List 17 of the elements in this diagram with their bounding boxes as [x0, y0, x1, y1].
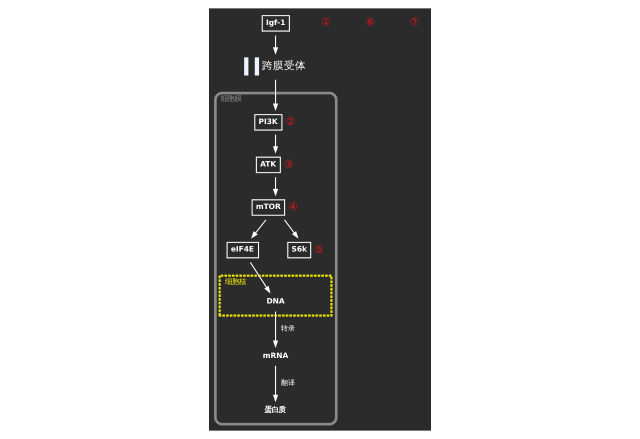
arrow [284, 219, 298, 239]
label: ⑦ [410, 16, 420, 29]
arrow [272, 177, 278, 196]
arrow [250, 262, 271, 294]
node-label: 跨膜受体 [262, 59, 306, 72]
label: ① [321, 16, 331, 29]
node-label: ② [286, 115, 296, 128]
arrow [272, 312, 278, 348]
arrow [272, 36, 278, 55]
arrow [272, 80, 278, 111]
node-label: ⑤ [314, 242, 324, 256]
label: ⑥ [366, 16, 376, 29]
arrow [272, 366, 278, 402]
node-label: ④ [288, 200, 298, 214]
arrow [272, 134, 278, 154]
node-label: ③ [284, 158, 294, 171]
arrow [251, 219, 266, 239]
